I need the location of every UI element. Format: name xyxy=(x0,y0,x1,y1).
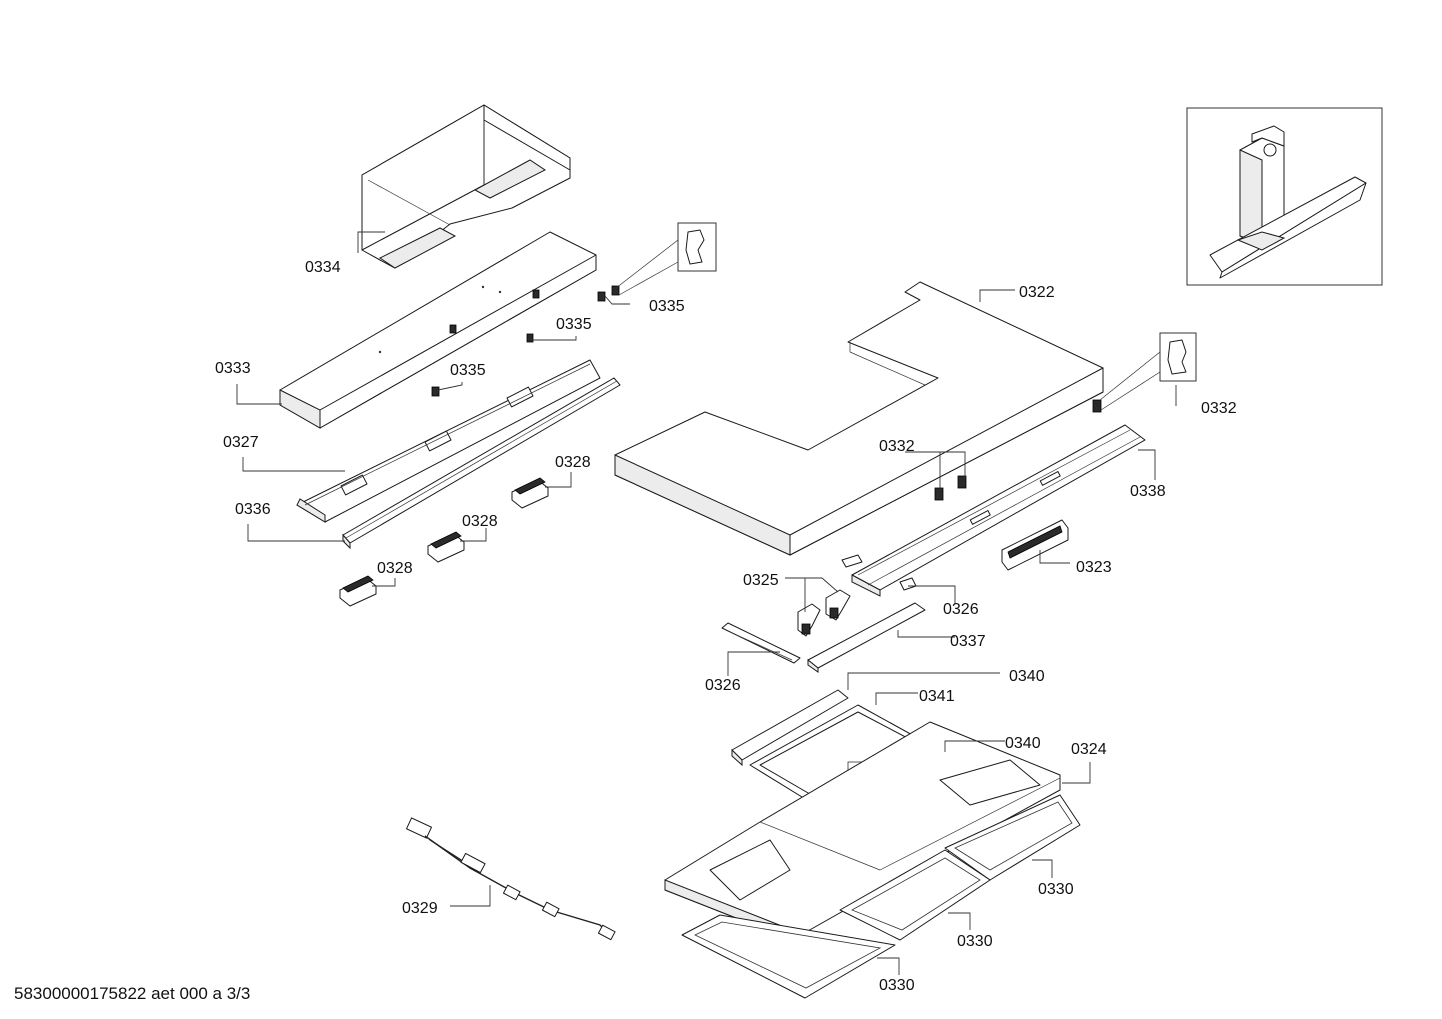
label-0330-left: 0330 xyxy=(879,977,915,994)
part-0338-rail xyxy=(851,424,1146,597)
part-0328-block-a xyxy=(511,477,549,509)
part-0325-clip-a xyxy=(797,603,821,637)
label-0323: 0323 xyxy=(1076,559,1112,576)
hood-overview-drawing xyxy=(1209,125,1367,279)
part-0340-strip-upper xyxy=(731,689,849,767)
part-0324-bottom-plate xyxy=(664,721,1061,941)
part-0336-bar xyxy=(342,377,621,550)
label-0330-middle: 0330 xyxy=(957,933,993,950)
part-0334-duct-box xyxy=(361,104,571,269)
label-0332-pair: 0332 xyxy=(879,438,915,455)
clip-0332-right xyxy=(1092,399,1102,413)
label-0322: 0322 xyxy=(1019,284,1055,301)
part-0337-strip xyxy=(807,602,926,673)
part-0325-clip-b xyxy=(825,589,851,621)
label-0337: 0337 xyxy=(950,633,986,650)
label-0335-low: 0335 xyxy=(450,362,486,379)
clip-0332-pair xyxy=(934,475,967,501)
part-0333-cover-rail xyxy=(279,231,597,429)
label-0330-right: 0330 xyxy=(1038,881,1074,898)
clip-0335-top xyxy=(597,285,620,302)
label-0334: 0334 xyxy=(305,259,341,276)
clip-0335-mid xyxy=(526,333,534,343)
label-0332-right: 0332 xyxy=(1201,400,1237,417)
part-0329-cable-harness xyxy=(405,817,616,941)
part-0330-frame-left xyxy=(681,914,896,999)
clip-0335-detail-inset xyxy=(615,222,717,296)
part-0330-frame-middle xyxy=(839,849,991,941)
part-0323-grille xyxy=(1001,519,1069,571)
label-0327: 0327 xyxy=(223,434,259,451)
label-0324: 0324 xyxy=(1071,741,1107,758)
document-id: 58300000175822 aet 000 a 3/3 xyxy=(14,984,250,1003)
clip-0335-low xyxy=(431,386,440,397)
label-0340-lower: 0340 xyxy=(1005,735,1041,752)
label-0333: 0333 xyxy=(215,360,251,377)
part-labels: 0334 0335 0335 0335 0333 0327 0336 0328 … xyxy=(215,259,1237,994)
label-0329: 0329 xyxy=(402,900,438,917)
leader-lines xyxy=(236,231,1177,975)
label-0326-lower: 0326 xyxy=(705,677,741,694)
label-0328-a: 0328 xyxy=(555,454,591,471)
part-0330-frame-right xyxy=(944,794,1081,881)
label-0335-top: 0335 xyxy=(649,298,685,315)
label-0335-mid: 0335 xyxy=(556,316,592,333)
label-0336: 0336 xyxy=(235,501,271,518)
part-0328-block-b xyxy=(427,531,465,563)
label-0341: 0341 xyxy=(919,688,955,705)
part-0327-frame xyxy=(296,359,601,523)
label-0340-upper: 0340 xyxy=(1009,668,1045,685)
label-0328-c: 0328 xyxy=(377,560,413,577)
label-0326-upper: 0326 xyxy=(943,601,979,618)
label-0338: 0338 xyxy=(1130,483,1166,500)
part-0326-strip-lower xyxy=(721,622,801,664)
label-0328-b: 0328 xyxy=(462,513,498,530)
clip-0332-detail-inset xyxy=(1099,332,1197,411)
overview-inset xyxy=(1186,107,1383,286)
part-0328-block-c xyxy=(339,575,377,607)
part-0322-main-cover xyxy=(614,281,1104,556)
label-0325: 0325 xyxy=(743,572,779,589)
